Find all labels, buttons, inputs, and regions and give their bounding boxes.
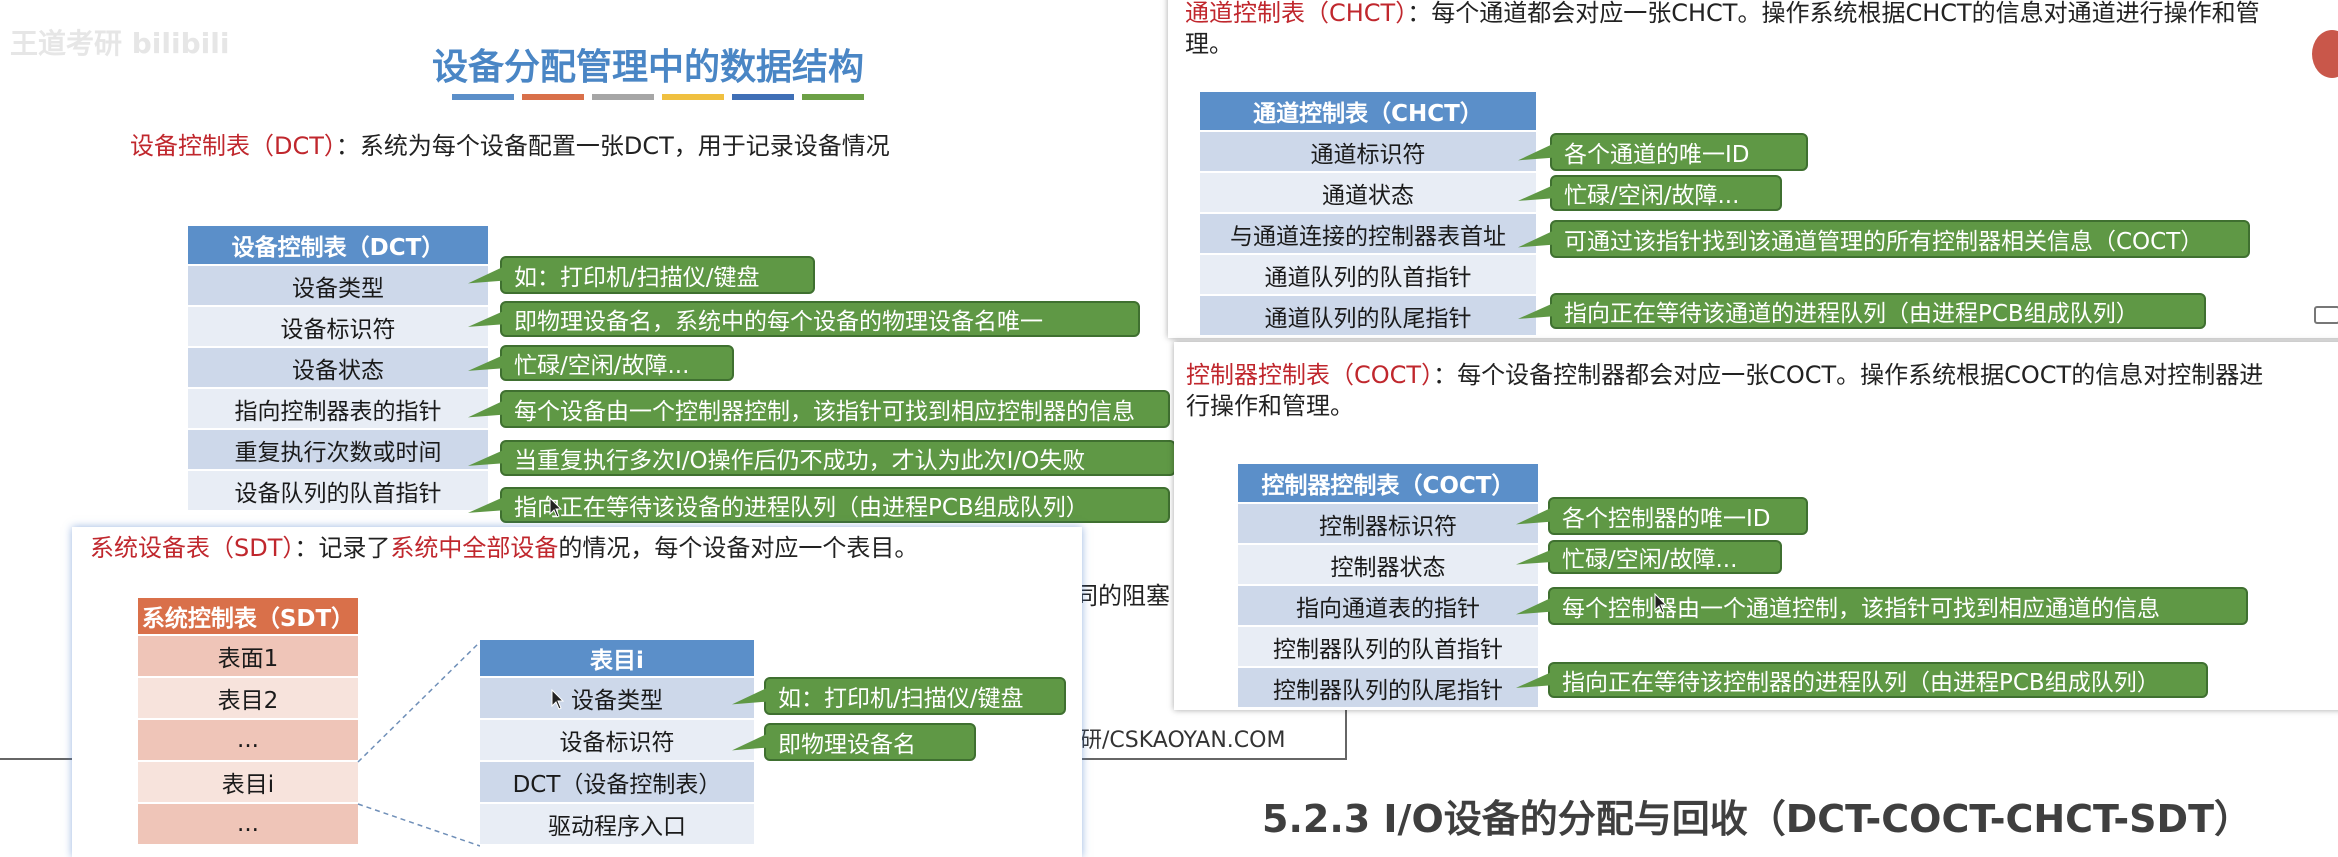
title-color-bar bbox=[732, 94, 794, 100]
cursor-icon bbox=[549, 496, 563, 518]
coct-row: 控制器标识符 bbox=[1238, 504, 1538, 545]
dct-note: 当重复执行多次I/O操作后仍不成功，才认为此次I/O失败 bbox=[500, 440, 1176, 476]
chct-row: 与通道连接的控制器表首址 bbox=[1200, 214, 1536, 255]
side-icon[interactable] bbox=[2314, 306, 2338, 324]
title-color-bar bbox=[662, 94, 724, 100]
sdt-intro: 系统设备表（SDT）：记录了系统中全部设备的情况，每个设备对应一个表目。 bbox=[90, 533, 918, 564]
coct-note: 各个控制器的唯一ID bbox=[1548, 497, 1808, 535]
chct-note: 忙碌/空闲/故障... bbox=[1550, 175, 1782, 211]
chct-note: 可通过该指针找到该通道管理的所有控制器相关信息（COCT） bbox=[1550, 220, 2250, 258]
chct-note: 各个通道的唯一ID bbox=[1550, 133, 1808, 171]
dct-row: 设备状态 bbox=[188, 348, 488, 389]
entry-table-header: 表目i bbox=[480, 640, 754, 678]
chct-intro: 通道控制表（CHCT）：每个通道都会对应一张CHCT。操作系统根据CHCT的信息… bbox=[1185, 0, 2285, 60]
sdt-table-header: 系统控制表（SDT） bbox=[138, 598, 358, 636]
chct-row: 通道标识符 bbox=[1200, 132, 1536, 173]
sdt-row: 表目2 bbox=[138, 678, 358, 720]
dct-row: 设备标识符 bbox=[188, 307, 488, 348]
chct-table-header: 通道控制表（CHCT） bbox=[1200, 92, 1536, 132]
coct-intro: 控制器控制表（COCT）：每个设备控制器都会对应一张COCT。操作系统根据COC… bbox=[1186, 360, 2286, 422]
dct-intro-text: ：系统为每个设备配置一张DCT，用于记录设备情况 bbox=[335, 132, 890, 160]
title-color-bar bbox=[522, 94, 584, 100]
cursor-icon bbox=[551, 688, 565, 710]
dct-note: 即物理设备名，系统中的每个设备的物理设备名唯一 bbox=[500, 301, 1140, 337]
dct-row: 设备队列的队首指针 bbox=[188, 471, 488, 512]
dct-row: 设备类型 bbox=[188, 266, 488, 307]
entry-row: 驱动程序入口 bbox=[480, 804, 754, 846]
sdt-intro-mid: ：记录了 bbox=[294, 534, 391, 562]
title-color-bars bbox=[452, 94, 864, 100]
sdt-row: 表目i bbox=[138, 762, 358, 804]
avatar[interactable] bbox=[2312, 30, 2338, 78]
title-color-bar bbox=[802, 94, 864, 100]
dct-note: 指向正在等待该设备的进程队列（由进程PCB组成队列） bbox=[500, 487, 1170, 523]
sdt-row: 表面1 bbox=[138, 636, 358, 678]
coct-row: 指向通道表的指针 bbox=[1238, 586, 1538, 627]
entry-row: 设备标识符 bbox=[480, 720, 754, 762]
dct-row: 重复执行次数或时间 bbox=[188, 430, 488, 471]
chct-intro-text: ：每个通道都会对应一张CHCT。操作系统根据CHCT的信息对通道进行操作和管理。 bbox=[1185, 0, 2260, 58]
hidden-fragment: 同的阻塞 bbox=[1074, 582, 1170, 610]
title-color-bar bbox=[452, 94, 514, 100]
sdt-row: ... bbox=[138, 804, 358, 846]
coct-note: 忙碌/空闲/故障... bbox=[1548, 540, 1782, 574]
coct-row: 控制器队列的队尾指针 bbox=[1238, 668, 1538, 709]
sdt-intro-end: 的情况，每个设备对应一个表目。 bbox=[558, 534, 919, 562]
coct-row: 控制器队列的队首指针 bbox=[1238, 627, 1538, 668]
chct-row: 通道队列的队尾指针 bbox=[1200, 296, 1536, 337]
sdt-intro-term: 系统设备表（SDT） bbox=[90, 534, 295, 562]
sdt-row: ... bbox=[138, 720, 358, 762]
chct-row: 通道状态 bbox=[1200, 173, 1536, 214]
watermark: 王道考研 bilibili bbox=[10, 27, 230, 60]
dct-note: 忙碌/空闲/故障... bbox=[500, 345, 734, 381]
entry-note: 如：打印机/扫描仪/键盘 bbox=[764, 677, 1066, 715]
entry-note: 即物理设备名 bbox=[764, 723, 976, 761]
chct-note: 指向正在等待该通道的进程队列（由进程PCB组成队列） bbox=[1550, 293, 2206, 329]
coct-note: 每个控制器由一个通道控制，该指针可找到相应通道的信息 bbox=[1548, 587, 2248, 625]
section-title: 5.2.3 I/O设备的分配与回收（DCT-COCT-CHCT-SDT） bbox=[1262, 797, 2252, 841]
dct-note: 如：打印机/扫描仪/键盘 bbox=[500, 256, 815, 294]
main-slide-edge bbox=[1345, 705, 1347, 760]
coct-table-header: 控制器控制表（COCT） bbox=[1238, 464, 1538, 504]
chct-intro-term: 通道控制表（CHCT） bbox=[1185, 0, 1408, 27]
dct-intro: 设备控制表（DCT）：系统为每个设备配置一张DCT，用于记录设备情况 bbox=[130, 131, 890, 162]
coct-row: 控制器状态 bbox=[1238, 545, 1538, 586]
dct-note: 每个设备由一个控制器控制，该指针可找到相应控制器的信息 bbox=[500, 390, 1170, 428]
cursor-icon bbox=[1654, 592, 1668, 614]
entry-row: 设备类型 bbox=[480, 678, 754, 720]
coct-intro-text: ：每个设备控制器都会对应一张COCT。操作系统根据COCT的信息对控制器进行操作… bbox=[1186, 361, 2264, 420]
footer-logo: 研/CSKAOYAN.COM bbox=[1080, 728, 1286, 753]
main-slide-title: 设备分配管理中的数据结构 bbox=[432, 47, 865, 88]
sdt-intro-term2: 系统中全部设备 bbox=[390, 534, 559, 562]
chct-row: 通道队列的队首指针 bbox=[1200, 255, 1536, 296]
dct-row: 指向控制器表的指针 bbox=[188, 389, 488, 430]
dct-table-header: 设备控制表（DCT） bbox=[188, 226, 488, 266]
title-color-bar bbox=[592, 94, 654, 100]
coct-note: 指向正在等待该控制器的进程队列（由进程PCB组成队列） bbox=[1548, 662, 2208, 698]
coct-intro-term: 控制器控制表（COCT） bbox=[1186, 361, 1434, 389]
dct-intro-term: 设备控制表（DCT） bbox=[130, 132, 336, 160]
entry-row: DCT（设备控制表） bbox=[480, 762, 754, 804]
